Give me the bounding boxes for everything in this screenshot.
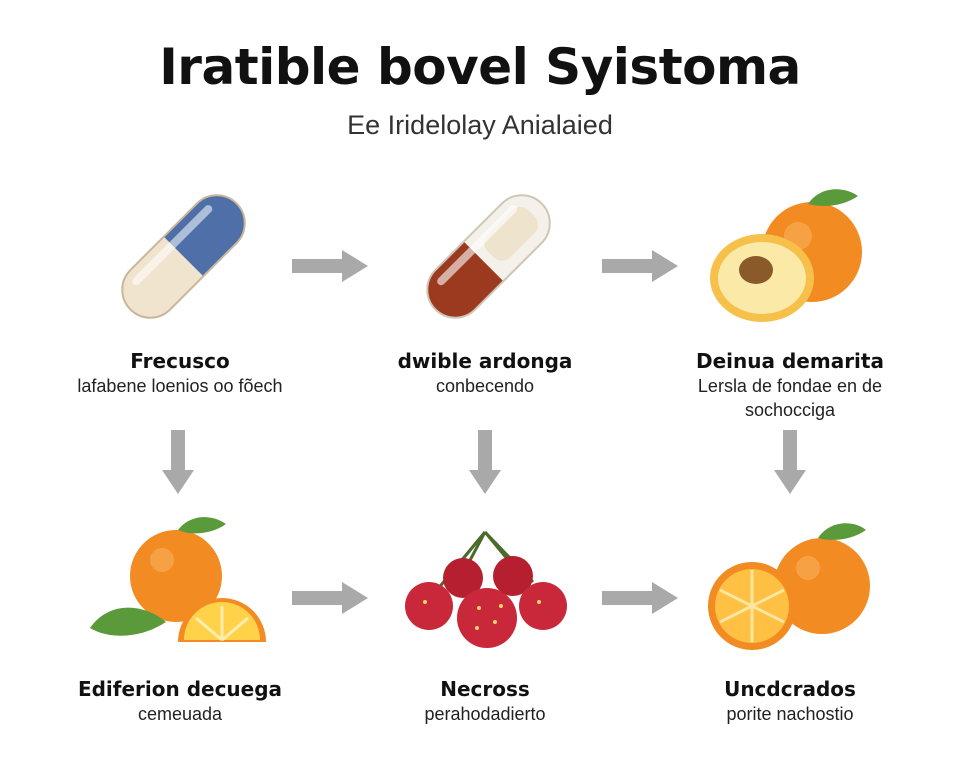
diagram-title: Iratible bovel Syistoma (159, 38, 801, 96)
node-description: cemeuada (137, 704, 223, 724)
arrow-frecusco-to-ediferion (160, 428, 196, 496)
node-label: Uncdcrados porite nachostio (660, 676, 920, 726)
red-capsule-icon (355, 180, 615, 340)
node-label: dwible ardonga conbecendo (355, 348, 615, 398)
node-description: lafabene loenios oo fõech (77, 376, 283, 396)
node-heading: Frecusco (130, 349, 230, 373)
node-heading: Deinua demarita (696, 349, 884, 373)
peach-orange-icon (660, 180, 920, 340)
arrow-dwible-to-necross (467, 428, 503, 496)
node-label: Frecusco lafabene loenios oo fõech (50, 348, 310, 398)
node-heading: Necross (440, 677, 530, 701)
node-heading: Uncdcrados (724, 677, 856, 701)
orange-slice-icon (50, 510, 310, 670)
node-label: Ediferion decuega cemeuada (50, 676, 310, 726)
arrow-ediferion-to-necross (290, 580, 370, 616)
diagram-subtitle: Ee Iridelolay Anialaied (347, 110, 613, 140)
berries-icon (355, 510, 615, 670)
blue-capsule-icon (50, 180, 310, 340)
node-description: conbecendo (435, 376, 535, 396)
halved-orange-icon (660, 510, 920, 670)
node-description: perahodadierto (424, 704, 546, 724)
node-label: Deinua demarita Lersla de fondae en de s… (660, 348, 920, 422)
arrow-dwible-to-deinua (600, 248, 680, 284)
arrow-frecusco-to-dwible (290, 248, 370, 284)
node-description: Lersla de fondae en de sochocciga (697, 376, 883, 420)
arrow-necross-to-uncdcrados (600, 580, 680, 616)
node-heading: dwible ardonga (397, 349, 573, 373)
node-heading: Ediferion decuega (77, 677, 283, 701)
arrow-deinua-to-uncdcrados (772, 428, 808, 496)
node-description: porite nachostio (726, 704, 854, 724)
node-label: Necross perahodadierto (355, 676, 615, 726)
